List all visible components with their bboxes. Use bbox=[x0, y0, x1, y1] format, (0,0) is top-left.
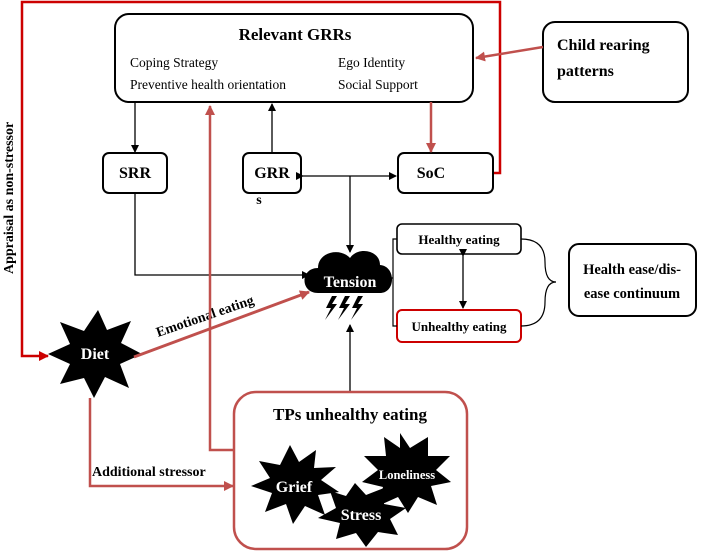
grr-item-preventive: Preventive health orientation bbox=[130, 77, 286, 92]
lightning-icon bbox=[325, 296, 363, 320]
grrs-label-1: GRR bbox=[254, 165, 290, 182]
grr-item-coping: Coping Strategy bbox=[130, 55, 218, 70]
unhealthy-eating-label: Unhealthy eating bbox=[412, 319, 507, 334]
grrs-label-2: s bbox=[256, 193, 262, 208]
diet-burst-shape bbox=[48, 310, 142, 398]
grief-label: Grief bbox=[276, 479, 313, 496]
loneliness-label: Loneliness bbox=[379, 468, 435, 482]
relevant-grrs-box bbox=[114, 13, 474, 103]
loneliness-burst-shape bbox=[362, 433, 451, 513]
storm-cloud-icon bbox=[304, 250, 392, 293]
relevant-grrs-title: Relevant GRRs bbox=[239, 25, 352, 44]
child-rearing-arrow bbox=[475, 45, 544, 62]
appraisal-label: Appraisal as non-stressor bbox=[2, 122, 17, 274]
health-continuum-line1: Health ease/dis- bbox=[583, 262, 681, 278]
stress-label: Stress bbox=[341, 507, 382, 524]
health-continuum-line2: ease continuum bbox=[584, 286, 680, 302]
tension-label: Tension bbox=[324, 274, 377, 291]
grief-burst-shape bbox=[251, 445, 339, 524]
additional-stressor-label: Additional stressor bbox=[92, 465, 206, 480]
grr-item-ego: Ego Identity bbox=[338, 55, 405, 70]
grr-item-social: Social Support bbox=[338, 77, 418, 92]
child-rearing-line1: Child rearing bbox=[557, 37, 650, 54]
diet-label: Diet bbox=[81, 346, 110, 363]
srr-to-tension-arrow bbox=[134, 193, 310, 279]
health-continuum-box bbox=[568, 243, 697, 317]
appraisal-loop-line bbox=[20, 0, 502, 361]
soc-label: SoC bbox=[417, 165, 445, 182]
healthy-eating-label: Healthy eating bbox=[418, 232, 500, 247]
tps-title: TPs unhealthy eating bbox=[273, 405, 427, 424]
soc-box bbox=[397, 152, 494, 194]
srr-label: SRR bbox=[119, 165, 151, 182]
emotional-eating-arrow bbox=[133, 290, 310, 359]
additional-stressor-arrow bbox=[88, 398, 234, 491]
child-rearing-line2: patterns bbox=[557, 63, 614, 80]
child-rearing-box bbox=[542, 21, 689, 103]
tps-to-grrs-arrow bbox=[205, 105, 236, 452]
stress-burst-shape bbox=[318, 483, 406, 547]
tension-to-eating-connector bbox=[381, 238, 397, 327]
continuum-brace bbox=[520, 238, 557, 327]
